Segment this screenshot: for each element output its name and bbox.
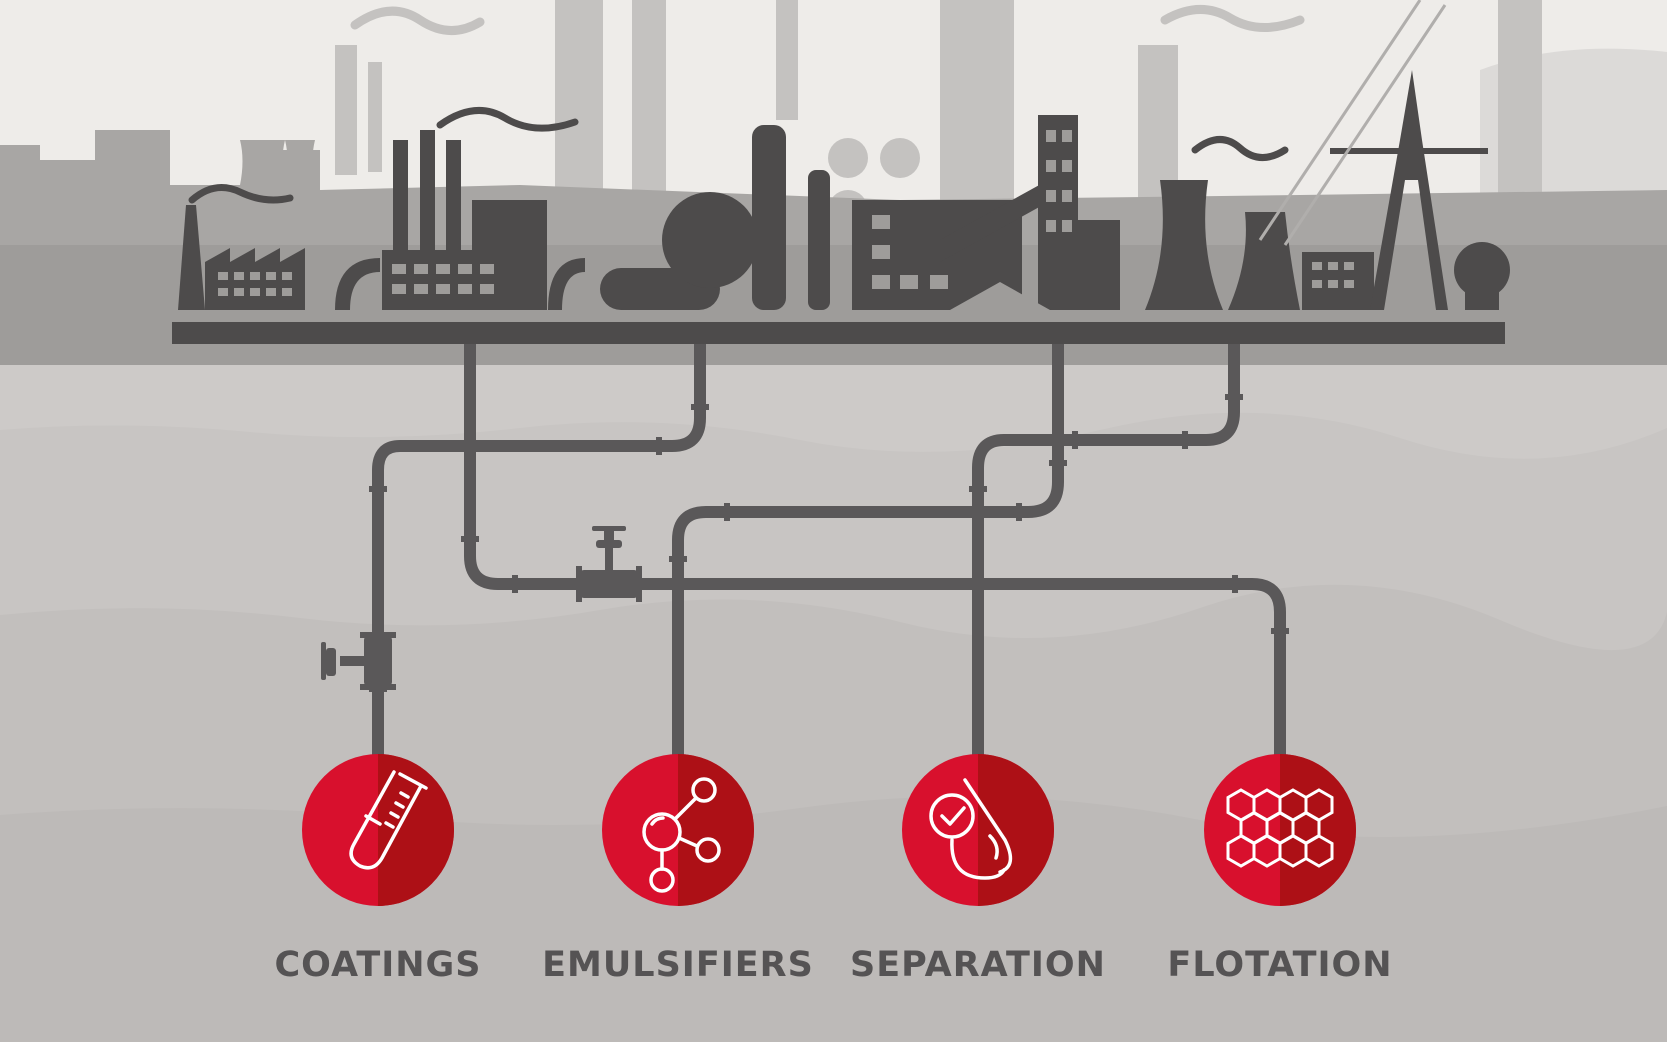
separation-circle bbox=[902, 754, 1054, 906]
flotation-circle bbox=[1204, 754, 1356, 906]
valve-icon bbox=[576, 526, 642, 602]
droplet-check-icon bbox=[929, 778, 1013, 880]
coatings-label: COATINGS bbox=[274, 945, 482, 985]
factory-silhouette bbox=[172, 70, 1510, 344]
emulsifiers-circle bbox=[602, 754, 754, 906]
factory-windows bbox=[218, 130, 1354, 310]
molecule-icon bbox=[642, 777, 721, 893]
coatings-circle bbox=[302, 754, 454, 906]
separation-label: SEPARATION bbox=[850, 945, 1106, 985]
emulsifiers-label: EMULSIFIERS bbox=[542, 945, 814, 985]
hexagon-cluster-icon bbox=[1226, 788, 1334, 868]
valve-icon bbox=[321, 632, 396, 690]
smoke-plumes bbox=[188, 106, 1289, 204]
far-smoke bbox=[350, 5, 1305, 35]
flotation-label: FLOTATION bbox=[1167, 945, 1393, 985]
test-tube-icon bbox=[349, 770, 428, 870]
pipe-network bbox=[372, 344, 1286, 760]
crane-lattice bbox=[1258, 0, 1447, 246]
